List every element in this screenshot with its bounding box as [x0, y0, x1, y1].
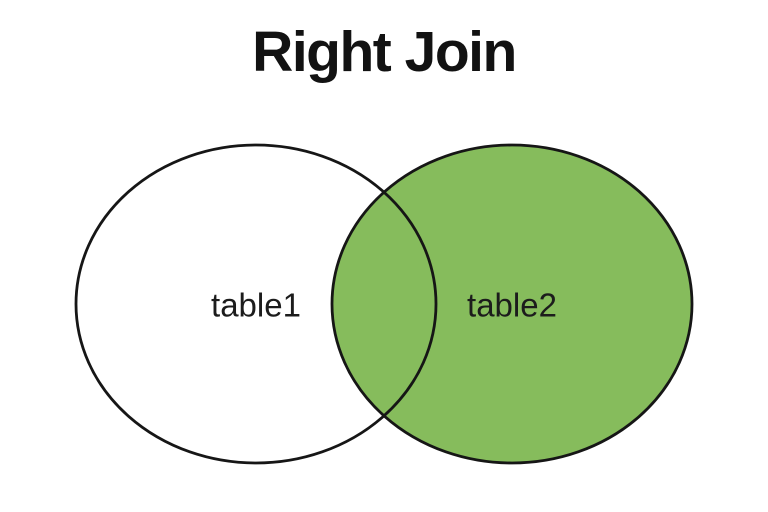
table2-circle — [330, 143, 694, 465]
table1-circle — [74, 143, 438, 465]
table1-label: table1 — [211, 286, 301, 324]
diagram-title: Right Join — [252, 20, 517, 84]
table2-label: table2 — [467, 286, 557, 324]
